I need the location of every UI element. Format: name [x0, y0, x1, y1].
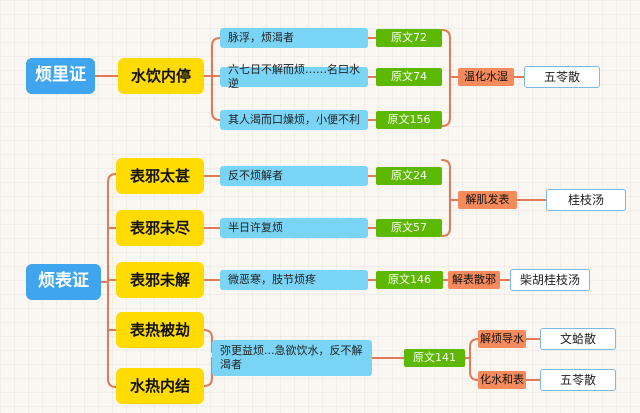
symptom-node: 反不烦解者: [220, 166, 368, 186]
reference-node: 原文57: [376, 219, 442, 237]
reference-node: 原文74: [376, 68, 442, 86]
symptom-node: 微恶寒，肢节烦疼: [220, 270, 368, 290]
symptom-node: 脉浮，烦渴者: [220, 28, 368, 48]
reference-node: 原文72: [376, 29, 442, 47]
method-node: 化水和表: [478, 371, 526, 389]
category-node-biaoxie-taishen: 表邪太甚: [116, 158, 204, 194]
category-node-shuiyin-neiting: 水饮内停: [118, 58, 204, 94]
method-node: 解肌发表: [458, 191, 517, 209]
method-node: 解表散邪: [448, 271, 500, 289]
category-node-biaoxie-weijie: 表邪未解: [116, 262, 204, 298]
formula-node: 桂枝汤: [546, 189, 626, 211]
category-node-shuire-neijie: 水热内结: [116, 368, 204, 404]
method-node: 温化水湿: [458, 68, 514, 86]
reference-node: 原文24: [376, 167, 442, 185]
formula-node: 文蛤散: [540, 328, 616, 350]
category-node-biaore-beijie: 表热被劫: [116, 312, 204, 348]
symptom-node: 半日许复烦: [220, 218, 368, 238]
reference-node: 原文141: [404, 349, 465, 367]
method-node: 解烦导水: [478, 330, 526, 348]
formula-node: 五苓散: [540, 369, 616, 391]
reference-node: 原文146: [376, 271, 443, 289]
symptom-node: 六七日不解而烦……名曰水逆: [220, 63, 368, 90]
root-node-fanli: 烦里证: [26, 58, 95, 94]
symptom-node: 弥更益烦...急欲饮水，反不解渴者: [212, 340, 372, 376]
formula-node: 五苓散: [524, 66, 600, 88]
symptom-node: 其人渴而口燥烦，小便不利: [220, 110, 368, 130]
formula-node: 柴胡桂枝汤: [510, 269, 590, 291]
category-node-biaoxie-weijin: 表邪未尽: [116, 210, 204, 246]
reference-node: 原文156: [376, 111, 442, 129]
root-node-fanbiao: 烦表证: [26, 264, 101, 300]
